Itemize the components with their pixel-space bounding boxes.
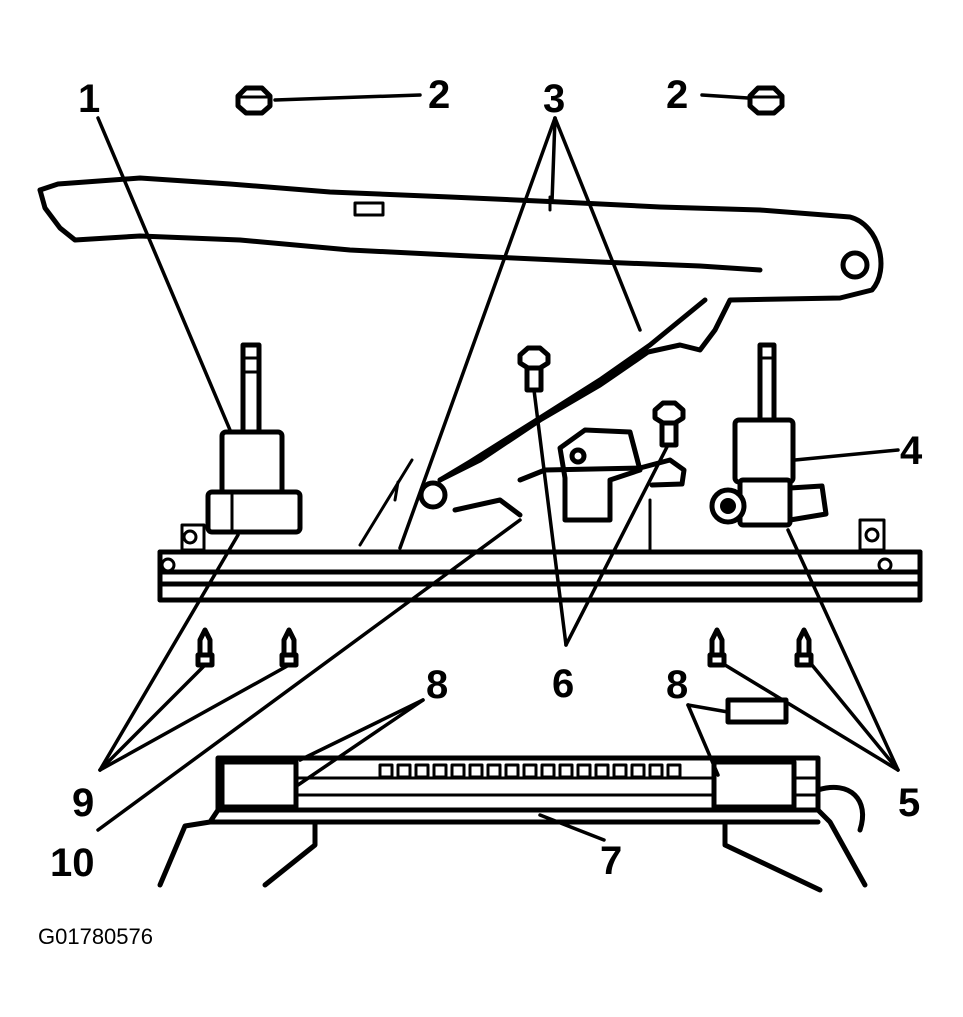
actuator-right — [709, 342, 829, 528]
callout-6: 6 — [552, 662, 574, 706]
nut-left — [235, 85, 273, 116]
upper-arm-part — [37, 175, 884, 483]
bolt-6-right — [652, 400, 686, 448]
screw-9-a — [195, 627, 215, 668]
callout-5: 5 — [898, 781, 920, 825]
callout-1: 1 — [78, 77, 100, 121]
callout-7: 7 — [600, 839, 622, 883]
callout-8-left: 8 — [426, 663, 448, 707]
actuator-left — [205, 342, 303, 535]
center-bracket — [358, 427, 687, 547]
base-frame — [157, 498, 923, 603]
screw-5-b — [794, 627, 814, 668]
callout-4: 4 — [900, 429, 923, 473]
callout-8-right: 8 — [666, 663, 688, 707]
callout-2-left: 2 — [428, 73, 450, 117]
track-assembly — [157, 755, 868, 893]
clip-8-loose — [725, 697, 789, 725]
leader-lines — [96, 93, 900, 842]
nut-right — [747, 85, 785, 116]
bolt-6-left — [517, 345, 551, 393]
figure-id: G01780576 — [38, 924, 153, 949]
callout-2-right: 2 — [666, 73, 688, 117]
screw-9-b — [279, 627, 299, 668]
callout-9: 9 — [72, 781, 94, 825]
callout-3: 3 — [543, 77, 565, 121]
screw-5-a — [707, 627, 727, 668]
callout-10: 10 — [50, 841, 95, 885]
track-teeth — [378, 763, 682, 779]
